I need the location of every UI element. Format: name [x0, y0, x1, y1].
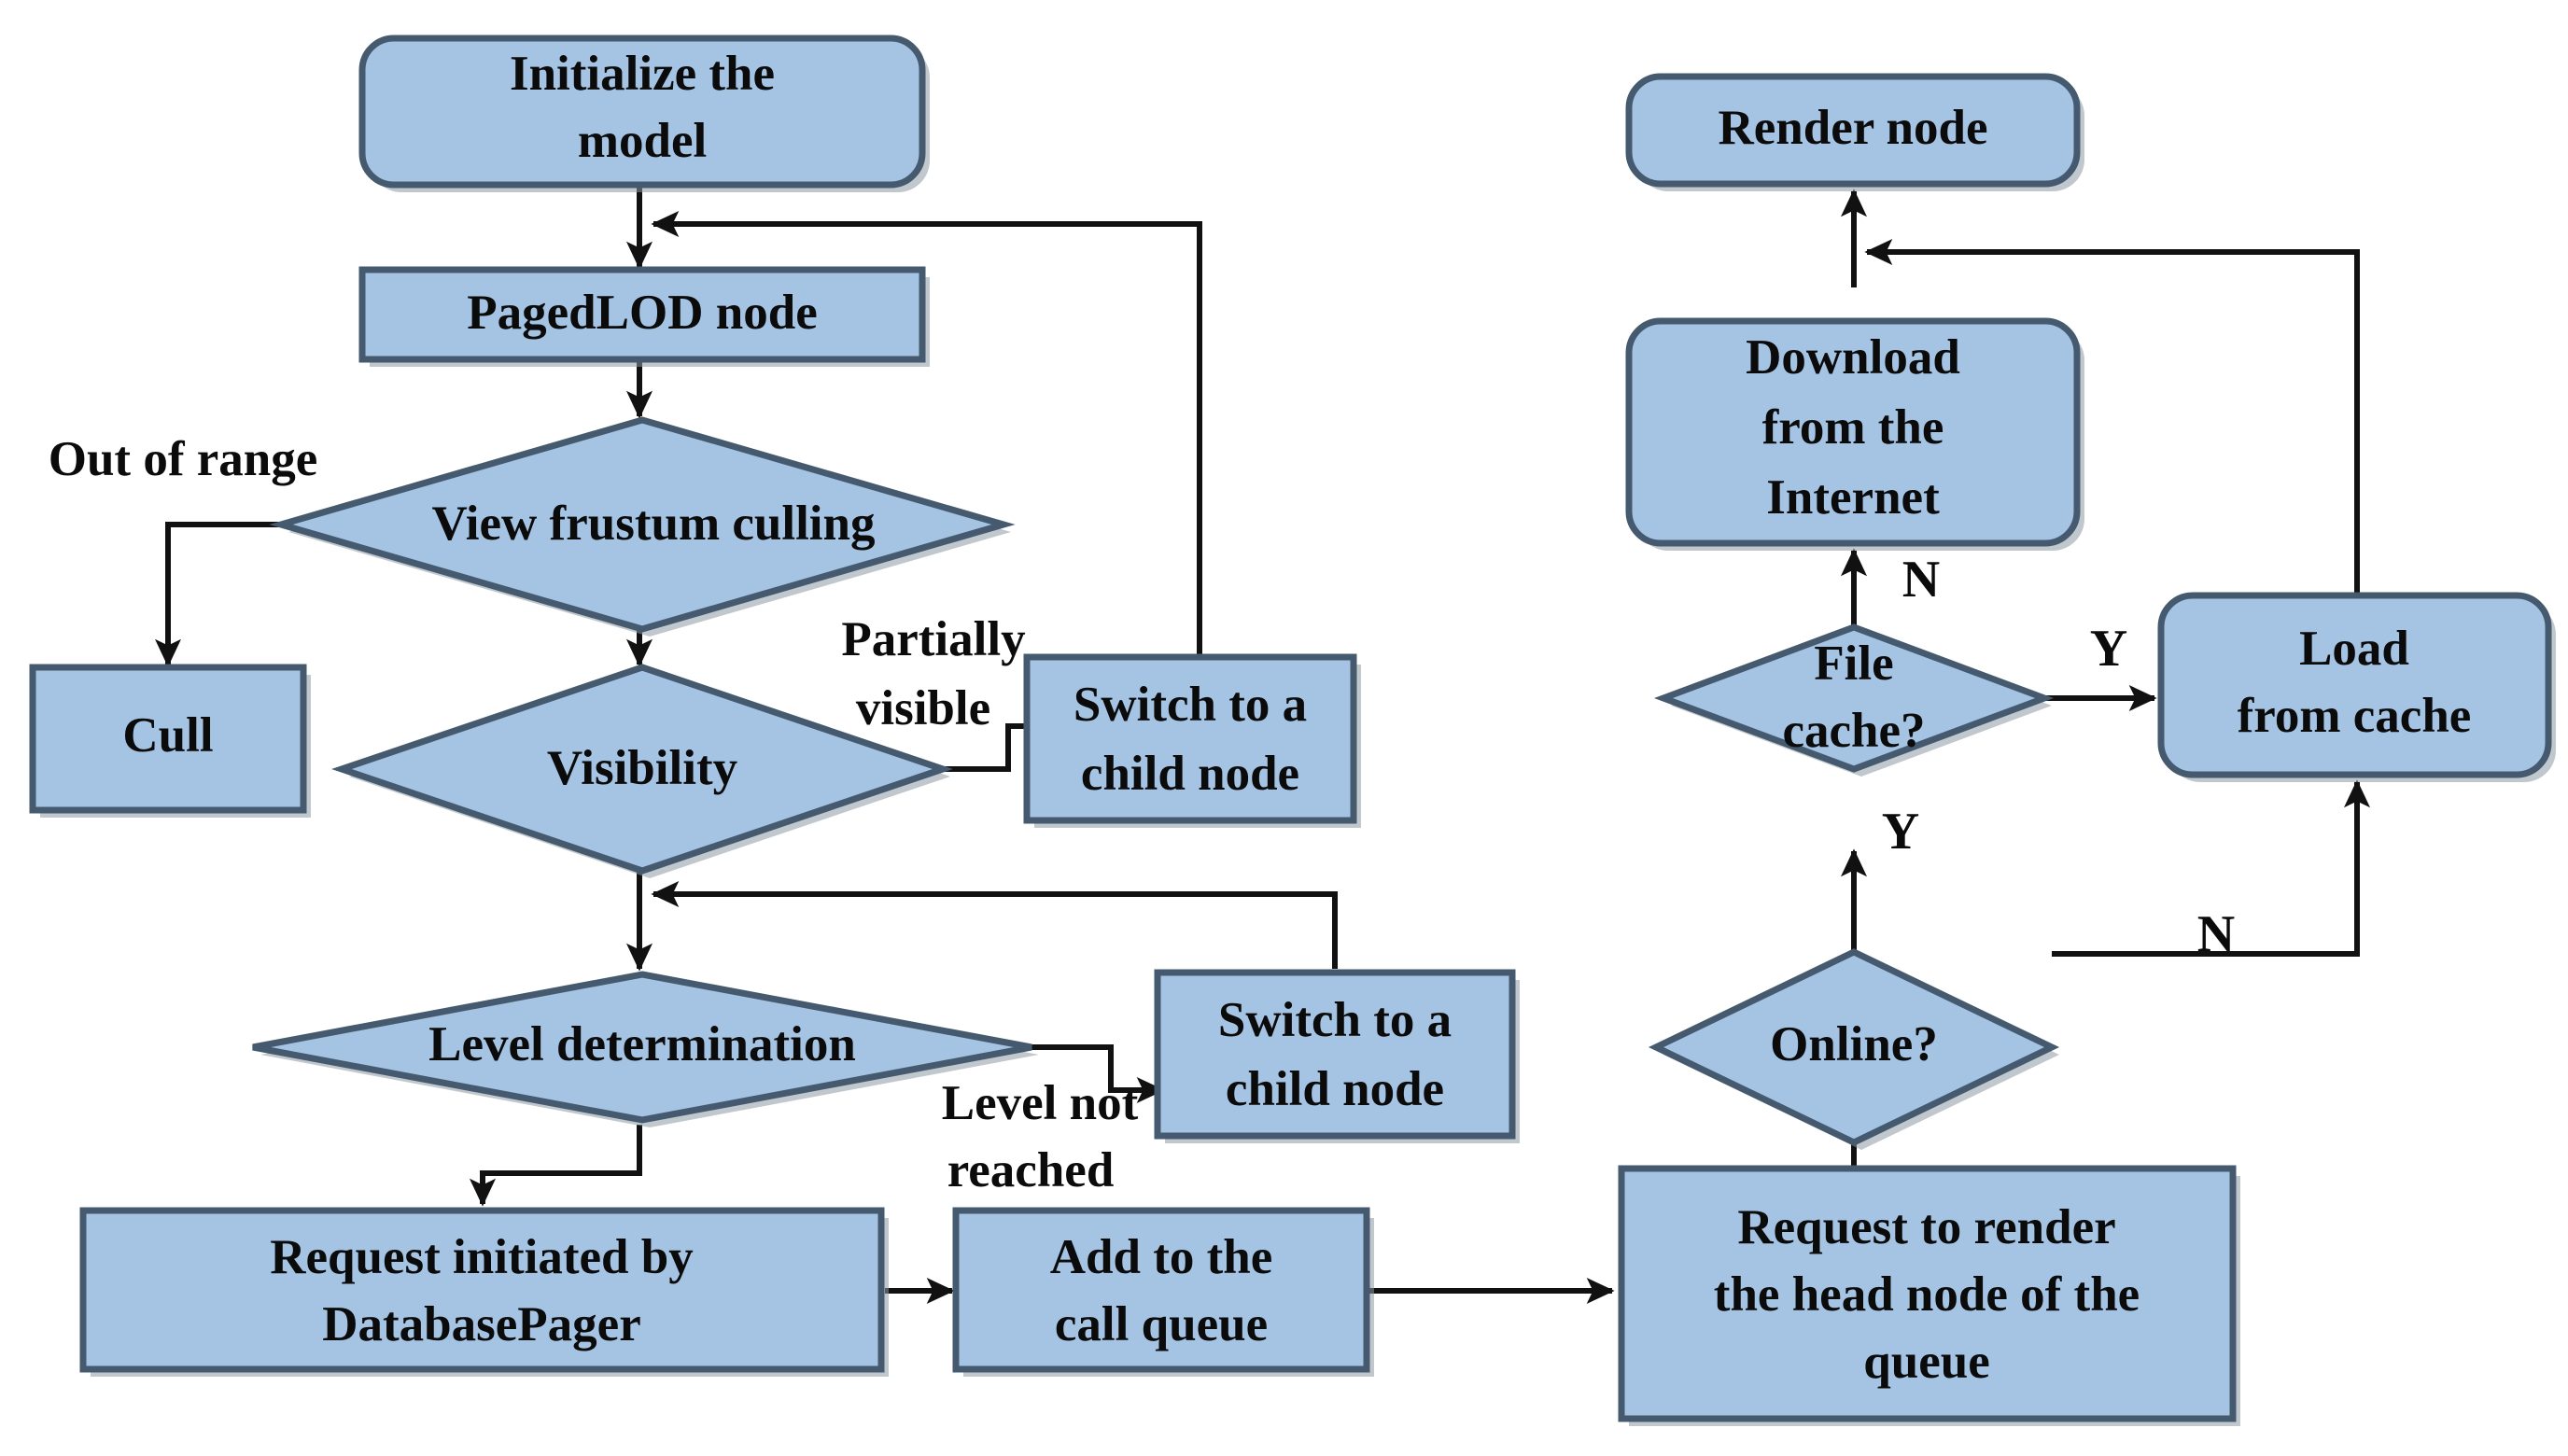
- node-label-line: Add to the: [1050, 1230, 1273, 1284]
- node-label-line: Request initiated by: [270, 1230, 693, 1284]
- node-label-line: the head node of the: [1714, 1267, 2140, 1322]
- node-label-line: model: [578, 114, 707, 168]
- node-request-initiated-by-databasepager[interactable]: Request initiated by DatabasePager: [79, 1207, 889, 1377]
- node-layer: Initialize the model PagedLOD node View …: [29, 35, 2556, 1426]
- edge-label-file-cache-yes: Y: [2090, 620, 2127, 678]
- node-visibility[interactable]: Visibility: [331, 664, 953, 878]
- node-switch-to-child-node-top[interactable]: Switch to a child node: [1023, 653, 1361, 828]
- node-label-line: Level determination: [428, 1017, 856, 1071]
- node-label-line: PagedLOD node: [467, 286, 817, 340]
- node-label-line: DatabasePager: [322, 1297, 640, 1351]
- node-label-line: Internet: [1766, 470, 1940, 525]
- edge-label-level-not-reached-line1: Level not: [942, 1076, 1139, 1130]
- node-label-line: Initialize the: [510, 47, 775, 101]
- node-download-from-the-internet[interactable]: Download from the Internet: [1625, 317, 2084, 551]
- node-label-line: View frustum culling: [431, 497, 875, 551]
- edge-level-to-request-initiated: [469, 1125, 642, 1207]
- node-view-frustum-culling[interactable]: View frustum culling: [269, 416, 1016, 637]
- node-label-line: File: [1814, 637, 1893, 691]
- node-label-line: Visibility: [547, 741, 737, 795]
- node-label-line: call queue: [1055, 1297, 1268, 1351]
- node-label-line: Load: [2299, 622, 2409, 676]
- node-label-line: Cull: [122, 708, 213, 763]
- edge-label-file-cache-no: N: [1902, 551, 1940, 609]
- node-load-from-cache[interactable]: Load from cache: [2157, 592, 2556, 782]
- node-label-line: from the: [1762, 400, 1944, 455]
- edge-label-partially-visible-line1: Partially: [841, 612, 1025, 666]
- node-label-line: child node: [1081, 747, 1299, 801]
- node-label-line: from cache: [2238, 689, 2472, 743]
- node-level-determination[interactable]: Level determination: [252, 971, 1039, 1127]
- node-label-line: Switch to a: [1074, 678, 1307, 732]
- node-cull[interactable]: Cull: [29, 664, 311, 818]
- edge-label-partially-visible-line2: visible: [856, 681, 990, 735]
- node-label-line: child node: [1226, 1062, 1444, 1116]
- edge-level-to-switch-bottom: [1031, 1044, 1165, 1104]
- edge-label-online-yes: Y: [1882, 803, 1919, 861]
- node-label-line: Switch to a: [1218, 993, 1452, 1047]
- edge-load-cache-to-render: [1864, 238, 2360, 595]
- node-switch-to-child-node-bottom[interactable]: Switch to a child node: [1154, 969, 1520, 1143]
- node-pagedlod-node[interactable]: PagedLOD node: [358, 266, 930, 367]
- node-label-line: Render node: [1718, 101, 1987, 155]
- node-file-cache[interactable]: File cache?: [1653, 623, 2055, 777]
- node-add-to-the-call-queue[interactable]: Add to the call queue: [952, 1207, 1374, 1377]
- node-label-line: cache?: [1782, 704, 1925, 758]
- node-render-node[interactable]: Render node: [1625, 73, 2084, 191]
- node-label-line: Download: [1746, 330, 1960, 385]
- node-label-line: queue: [1863, 1335, 1989, 1389]
- node-online[interactable]: Online?: [1648, 948, 2060, 1150]
- edge-label-level-not-reached-line2: reached: [947, 1143, 1115, 1197]
- edge-online-no-to-load-cache: [2052, 779, 2371, 957]
- edge-label-online-no: N: [2197, 905, 2235, 963]
- edge-label-out-of-range: Out of range: [49, 432, 318, 486]
- node-request-to-render-head-node[interactable]: Request to render the head node of the q…: [1618, 1165, 2240, 1426]
- edge-label-layer: Out of range Partially visible Level not…: [49, 432, 2235, 1197]
- node-initialize-the-model[interactable]: Initialize the model: [358, 35, 930, 192]
- edge-viewfrustum-to-cull: [154, 522, 308, 667]
- node-label-line: Online?: [1770, 1017, 1938, 1071]
- edge-switch-bottom-to-level: [651, 880, 1338, 969]
- edge-switch-top-to-pagedlod: [651, 210, 1202, 658]
- node-label-line: Request to render: [1737, 1200, 2115, 1254]
